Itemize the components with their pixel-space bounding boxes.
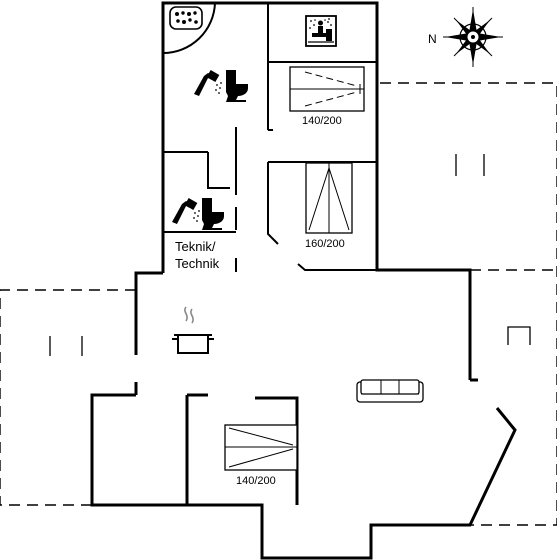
wall-upper-wing	[161, 1, 472, 380]
bed-top	[289, 66, 365, 112]
bed-middle-size: 160/200	[305, 238, 345, 250]
bed-bottom-size: 140/200	[236, 475, 276, 487]
wall-main-left	[134, 271, 163, 355]
shower-toilet-icon	[194, 70, 248, 102]
compass-north-label: N	[428, 32, 437, 46]
sauna-icon	[305, 15, 337, 47]
wall-bottom-block	[90, 393, 517, 560]
interior-walls	[162, 2, 377, 272]
terrace-outlines	[0, 82, 557, 526]
walls	[90, 1, 517, 560]
sofa-icon	[356, 379, 424, 403]
spa-door-arc	[162, 2, 216, 54]
terrace-left	[0, 289, 136, 506]
terrace-fixtures	[49, 154, 531, 356]
technik-label-line2: Technik	[175, 256, 220, 271]
technik-label-line1: Teknik/	[175, 239, 216, 254]
compass-rose-icon	[443, 7, 503, 67]
bed-bottom	[224, 424, 298, 471]
shower-toilet-icon	[172, 198, 224, 230]
wall-bath1-right	[207, 152, 230, 189]
bed-middle	[305, 162, 353, 234]
cooking-pot-icon	[172, 306, 214, 354]
wall-bed2-left	[267, 162, 279, 245]
bed-top-size: 140/200	[302, 115, 342, 127]
whirlpool-icon	[169, 6, 203, 30]
wall-bed2-bottom	[297, 263, 377, 271]
